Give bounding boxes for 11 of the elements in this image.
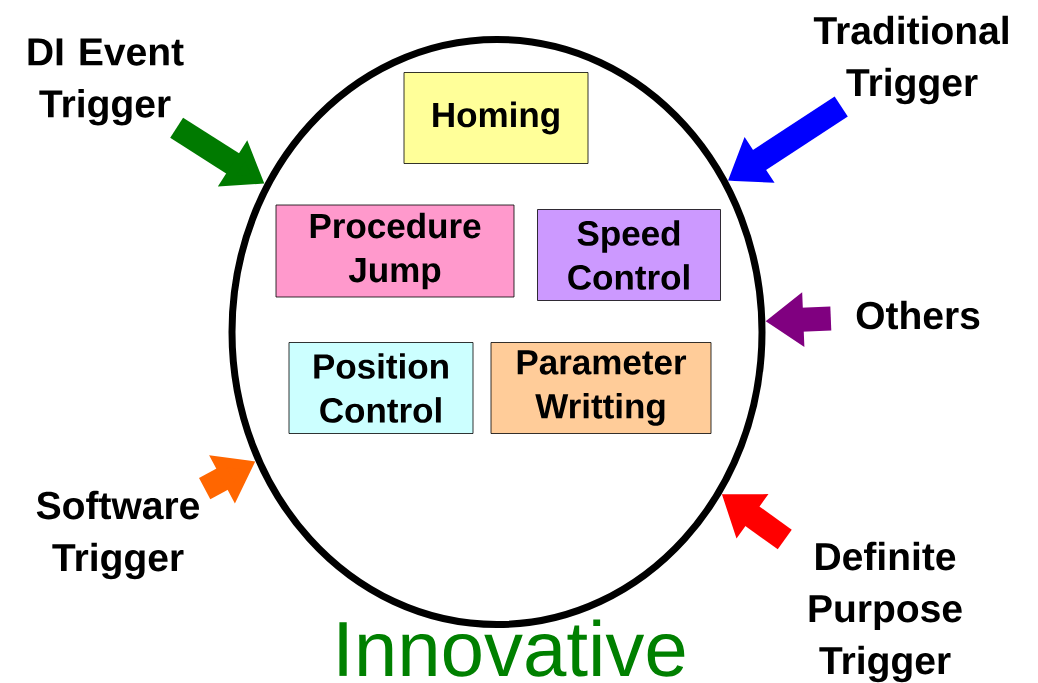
trigger-label: Traditional Trigger [813, 15, 1008, 105]
trigger-label: Others [856, 300, 980, 330]
process-box: Speed Control [537, 209, 721, 301]
process-box: Parameter Writting [490, 342, 712, 434]
trigger-label: Software Trigger [36, 490, 199, 580]
process-box: Position Control [288, 342, 474, 434]
trigger-label: DI Event Trigger [28, 38, 184, 126]
title-text: Innovative [339, 619, 685, 677]
process-box: Homing [403, 72, 589, 164]
trigger-label: Definite Purpose Trigger [809, 541, 962, 683]
process-box: Procedure Jump [275, 204, 515, 298]
